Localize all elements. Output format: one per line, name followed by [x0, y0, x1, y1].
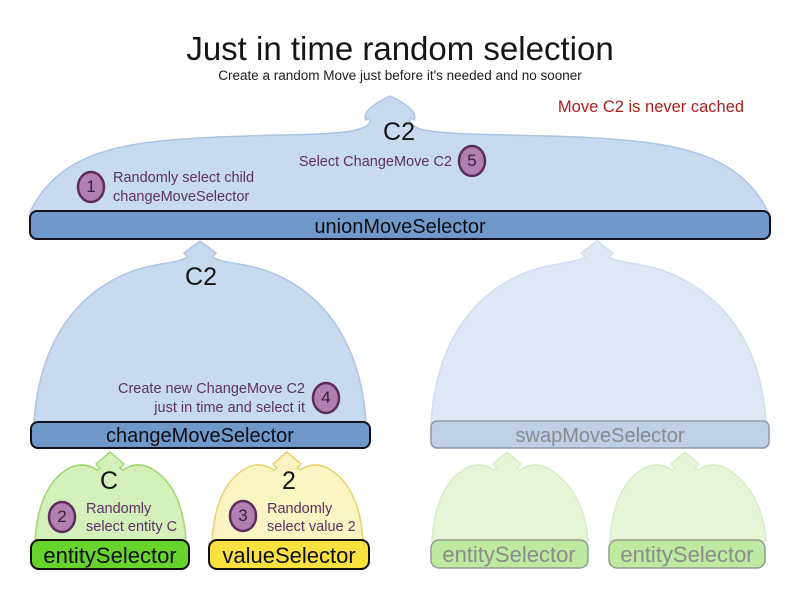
union-output-label: C2	[383, 118, 415, 146]
step-1-caption-line1: Randomly select child	[113, 170, 254, 186]
value-selector-bar	[208, 539, 370, 570]
change-output-label: C2	[185, 263, 217, 291]
union-selector-bar	[29, 210, 771, 240]
faded-entity-selector-label-right: entitySelector	[620, 542, 753, 567]
faded-entity-arch-left	[431, 451, 589, 542]
step-3-caption-line1: Randomly	[267, 501, 333, 517]
step-1-number: 1	[86, 177, 95, 196]
step-1-caption-line2: changeMoveSelector	[113, 189, 249, 205]
step-4-circle	[311, 381, 341, 415]
value-selector-label: valueSelector	[222, 543, 355, 568]
change-selector-bar	[30, 421, 371, 449]
value-output-label: 2	[282, 467, 296, 495]
step-5-number: 5	[467, 151, 476, 170]
step-2-number: 2	[57, 507, 66, 526]
step-4-caption-line2: just in time and select it	[153, 400, 305, 416]
swap-selector-bar	[430, 420, 770, 449]
faded-entity-arch-right	[609, 451, 767, 542]
step-4-caption-line1: Create new ChangeMove C2	[118, 381, 305, 397]
faded-entity-selector-bar-left	[430, 539, 589, 569]
step-5-caption: Select ChangeMove C2	[299, 154, 452, 170]
step-4-number: 4	[321, 388, 330, 407]
entity-selector-label: entitySelector	[43, 543, 176, 568]
never-cached-note: Move C2 is never cached	[558, 98, 744, 116]
swap-arch	[430, 240, 767, 424]
change-arch	[33, 240, 367, 424]
step-2-circle	[47, 500, 77, 534]
union-arch	[28, 95, 770, 213]
entity-output-label: C	[100, 467, 118, 495]
page-subtitle: Create a random Move just before it's ne…	[218, 68, 582, 83]
faded-entity-selector-label-left: entitySelector	[442, 542, 575, 567]
entity-selector-bar	[30, 539, 190, 570]
union-selector-label: unionMoveSelector	[314, 216, 486, 238]
step-1-circle	[76, 170, 106, 204]
page-title: Just in time random selection	[186, 30, 613, 67]
faded-entity-selector-bar-right	[608, 539, 766, 569]
change-selector-label: changeMoveSelector	[106, 425, 294, 447]
step-5-circle	[457, 144, 487, 178]
step-3-circle	[228, 499, 258, 533]
step-2-caption-line2: select entity C	[86, 519, 177, 535]
step-3-number: 3	[238, 506, 247, 525]
step-3-caption-line2: select value 2	[267, 519, 356, 535]
swap-selector-label: swapMoveSelector	[516, 425, 685, 447]
step-2-caption-line1: Randomly	[86, 501, 152, 517]
